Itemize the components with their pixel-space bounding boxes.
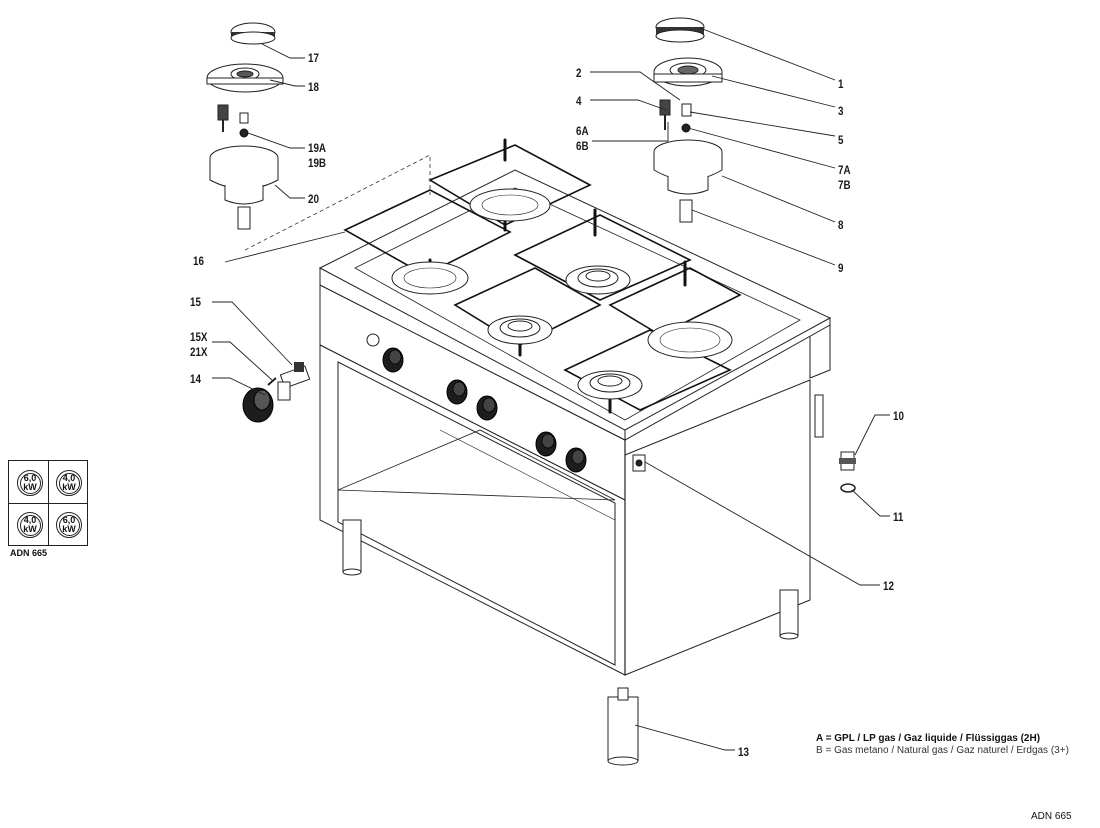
burner-front-right: [577, 370, 643, 400]
gas-inlet-fitting: [632, 454, 646, 472]
part-9-venturi: [679, 199, 693, 223]
part-thermocouple-left: [217, 104, 229, 132]
callout-7b: 7B: [838, 179, 851, 192]
part-17-burner-cap: [230, 22, 276, 45]
callout-21x: 21X: [190, 346, 208, 359]
callout-12: 12: [883, 580, 894, 593]
part-11-washer: [840, 483, 856, 493]
callout-9: 9: [838, 262, 843, 275]
callout-6b: 6B: [576, 140, 589, 153]
callout-15: 15: [190, 296, 201, 309]
callout-17: 17: [308, 52, 319, 65]
knob-1: [382, 347, 404, 373]
callout-labels: 1 2 3 4 5 6A 6B 7A 7B 8 9 10 11 12 13 14…: [190, 52, 904, 759]
part-8-burner-body: [653, 139, 723, 195]
callout-6a: 6A: [576, 125, 589, 138]
legs: [342, 519, 799, 766]
gas-note-b: B = Gas metano / Natural gas / Gaz natur…: [816, 745, 1069, 756]
leader-lines: [212, 27, 890, 751]
callout-1: 1: [838, 78, 843, 91]
callout-16: 16: [193, 255, 204, 268]
burner-front-left: [487, 315, 553, 345]
knob-3: [476, 395, 498, 421]
exploded-right-burner: [653, 17, 723, 223]
knob-4: [535, 431, 557, 457]
callout-11: 11: [893, 511, 903, 524]
part-1-burner-cap: [655, 17, 705, 43]
callout-14: 14: [190, 373, 202, 386]
callout-13: 13: [738, 746, 749, 759]
exploded-gas-fittings: [839, 451, 856, 493]
part-20-burner-body: [209, 145, 279, 230]
burner-front-left-bowl: [391, 261, 469, 295]
part-15x-screw: [267, 377, 277, 386]
footer-model-code: ADN 665: [1031, 811, 1072, 822]
part-10-connector: [839, 451, 856, 471]
gas-note-a: A = GPL / LP gas / Gaz liquide / Flüssig…: [816, 733, 1041, 744]
burner-back-left: [469, 188, 551, 222]
callout-10: 10: [893, 410, 904, 423]
knob-2: [446, 379, 468, 405]
part-5-injector: [681, 103, 692, 133]
part-14-knob: [242, 387, 274, 423]
callout-2: 2: [576, 67, 581, 80]
exploded-knob-valve: [242, 362, 311, 423]
callout-3: 3: [838, 105, 843, 118]
callout-15x: 15X: [190, 331, 208, 344]
legend-model-code: ADN 665: [10, 548, 48, 558]
part-15-valve: [277, 362, 311, 401]
knob-5: [565, 447, 587, 473]
cooking-range: [318, 138, 832, 766]
callout-5: 5: [838, 134, 843, 147]
burner-right-bowl: [647, 321, 733, 359]
callout-19a: 19A: [308, 142, 326, 155]
callout-8: 8: [838, 219, 843, 232]
control-knobs: [366, 333, 587, 473]
exploded-left-burner: [206, 22, 284, 230]
part-2-4-thermocouple: [659, 99, 671, 130]
part-19-injector: [239, 112, 249, 138]
callout-20: 20: [308, 193, 319, 206]
burners: [391, 188, 733, 400]
burner-back-right: [565, 265, 631, 295]
part-3-burner-head: [653, 57, 723, 87]
callout-18: 18: [308, 81, 319, 94]
callout-4: 4: [576, 95, 582, 108]
callout-19b: 19B: [308, 157, 326, 170]
part-18-burner-head: [206, 63, 284, 93]
callout-7a: 7A: [838, 164, 851, 177]
